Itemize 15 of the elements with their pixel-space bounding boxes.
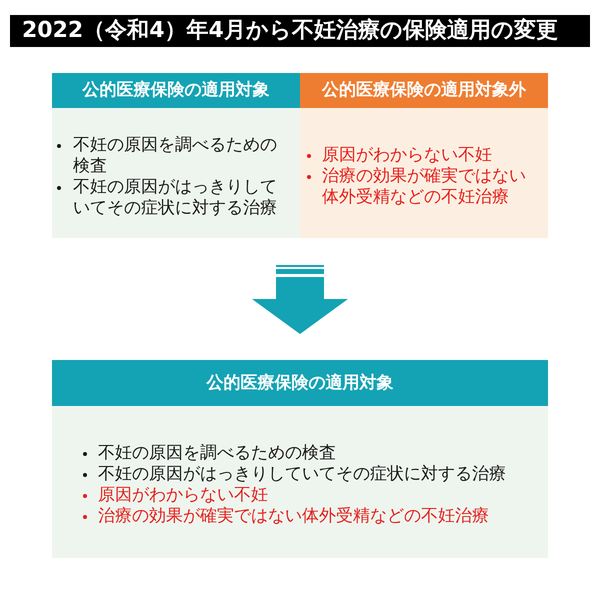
panel-header: 公的医療保険の適用対象 <box>52 360 548 406</box>
list-item-text: 治療の効果が確実ではない体外受精などの不妊治療 <box>98 506 489 526</box>
list-item-text: 不妊の原因がはっきりしていてその症状に対する治療 <box>98 464 506 484</box>
column-header: 公的医療保険の適用対象 <box>52 73 300 108</box>
table-column <box>300 73 548 238</box>
title-banner: 2022（令和4）年4月から不妊治療の保険適用の変更 <box>10 15 590 47</box>
column-header: 公的医療保険の適用対象外 <box>300 73 548 108</box>
result-panel <box>52 360 548 558</box>
table-column <box>52 73 300 238</box>
list-item-text: 不妊の原因を調べるための検査 <box>98 442 336 464</box>
list-item-text: 不妊の原因を調べるための検査 <box>73 135 278 177</box>
list-item-text: 不妊の原因がはっきりしていてその症状に対する治療 <box>73 177 278 219</box>
list-item-text: 原因がわからない不妊 <box>98 484 268 506</box>
list-item-text: 原因がわからない不妊 <box>322 144 492 166</box>
list-item-text: 治療の効果が確実ではない体外受精などの不妊治療 <box>322 166 527 208</box>
